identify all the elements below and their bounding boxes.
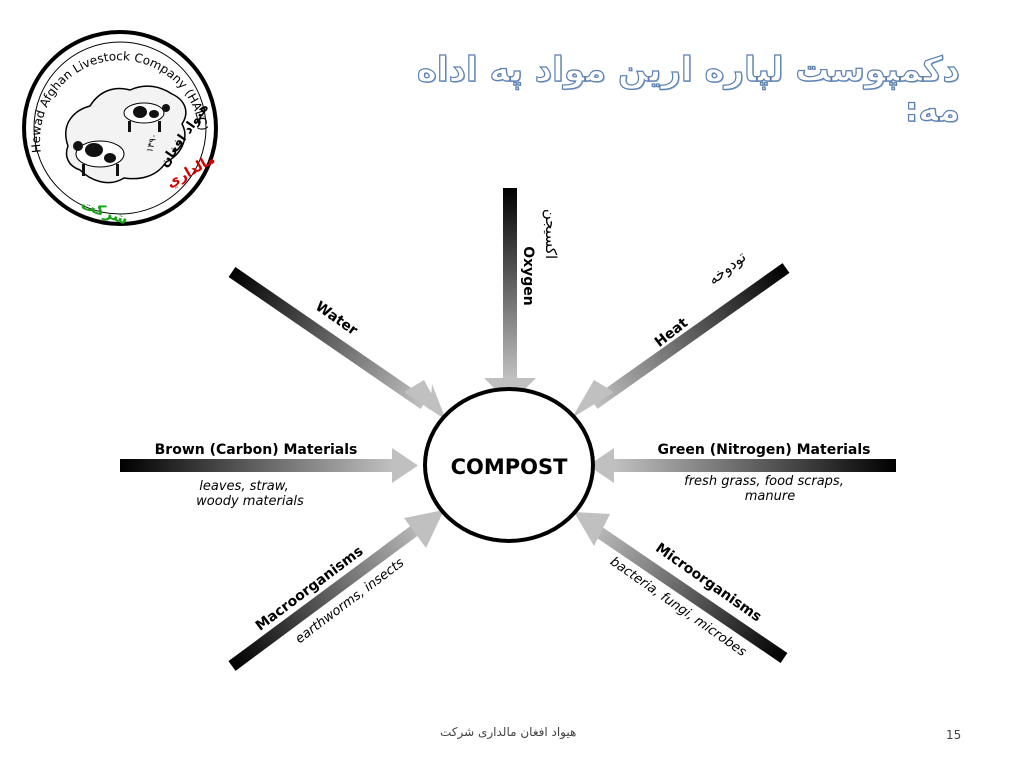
- logo-year: ۱۳۹۰: [145, 133, 160, 154]
- company-logo: Hewad Afghan Livestock Company (HALC) ۱۳…: [22, 30, 218, 228]
- macroorganisms-arrow: [228, 510, 444, 671]
- green-materials-label: Green (Nitrogen) Materials: [658, 442, 871, 458]
- brown-materials-arrow: [120, 448, 418, 483]
- green-materials-detail-1: fresh grass, food scraps,: [684, 474, 844, 489]
- water-arrow: [228, 267, 446, 420]
- heat-arrow: [572, 263, 790, 418]
- footer-text: هیواد افغان مالداری شرکت: [440, 725, 577, 739]
- slide-number: 15: [946, 728, 962, 742]
- cow-icon: [123, 102, 170, 132]
- green-materials-detail-2: manure: [745, 489, 795, 504]
- brown-materials-detail-1: leaves, straw,: [199, 479, 288, 494]
- slide-title: دکمپوست لپاره ارین مواد په اداه مه:: [416, 49, 960, 130]
- macroorganisms-label: Macroorganisms: [253, 543, 367, 634]
- green-materials-arrow: [588, 448, 896, 483]
- brown-materials-detail-2: woody materials: [196, 494, 304, 509]
- microorganisms-arrow: [574, 512, 788, 663]
- compost-circle: [423, 387, 595, 543]
- oxygen-label: Oxygen: [520, 246, 536, 306]
- cow-icon: [73, 140, 125, 176]
- compost-label: COMPOST: [451, 455, 569, 479]
- brown-materials-label: Brown (Carbon) Materials: [155, 442, 358, 458]
- heat-local-label: تودوخه: [704, 248, 749, 289]
- oxygen-local-label: اکسیجن: [542, 209, 560, 259]
